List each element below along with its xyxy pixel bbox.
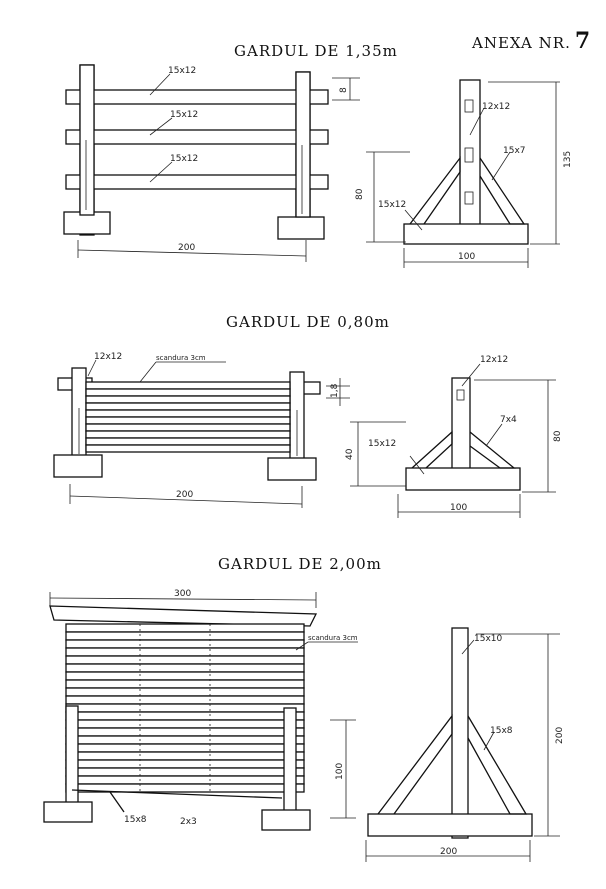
base-right: [267, 457, 317, 481]
fence-200-side: 15x10 15x8 200 200: [365, 627, 565, 862]
right-base: [277, 216, 325, 240]
post-right: [283, 707, 297, 813]
fence-135-front: 15x12 15x12 15x12 8 200: [63, 64, 360, 262]
side-height: 200: [555, 727, 565, 744]
right-post-front: [295, 71, 311, 218]
side-height-mid: 40: [345, 448, 355, 460]
fence-200-front: 300: [43, 589, 358, 831]
side-width: 100: [450, 503, 467, 513]
side-brace-label: 15x8: [490, 726, 513, 736]
rail-bottom: [65, 174, 329, 190]
fence-135-side: 12x12 15x7 15x12 80 135 100: [355, 79, 573, 268]
annex-text: ANEXA NR.: [472, 34, 571, 52]
planks: [65, 623, 305, 793]
side-width: 200: [440, 847, 457, 857]
side-post: [451, 627, 469, 839]
side-post-label: 12x12: [480, 355, 508, 365]
side-post-label: 15x10: [474, 634, 503, 644]
title-fence-080: GARDUL DE 0,80m: [226, 313, 390, 331]
rail-label-3: 15x12: [170, 154, 198, 164]
base-left: [43, 801, 93, 823]
bottom-right-label: 2x3: [180, 817, 197, 827]
post-label: 12x12: [94, 352, 122, 362]
top-width: 300: [174, 589, 191, 599]
bottom-left-label: 15x8: [124, 815, 147, 825]
fence-080-side: 12x12 7x4 15x12 40 80 100: [345, 355, 563, 518]
side-height: 80: [553, 430, 563, 442]
base-left: [53, 454, 103, 478]
spacing-dim: 8: [339, 87, 349, 93]
annex-number: 7: [574, 28, 592, 54]
post-left: [65, 705, 79, 807]
side-height: 135: [563, 151, 573, 168]
plank-note: scandura 3cm: [156, 354, 206, 362]
side-base-label: 15x12: [368, 439, 396, 449]
side-base: [403, 223, 529, 245]
side-base: [367, 813, 533, 837]
side-brace-label: 7x4: [500, 415, 517, 425]
side-post: [451, 377, 471, 471]
side-height-mid: 80: [355, 188, 365, 200]
plank-note: scandura 3cm: [308, 634, 358, 642]
side-post: [459, 79, 481, 241]
spacing-dim: 1,8: [330, 383, 340, 398]
title-fence-135: GARDUL DE 1,35m: [234, 42, 398, 60]
left-post-front: [79, 64, 95, 216]
planks: [85, 381, 291, 453]
fence-080-front: 12x12 scandura 3cm 1,8 200: [53, 352, 350, 508]
side-width: 100: [458, 252, 475, 262]
base-right: [261, 809, 311, 831]
front-height: 100: [335, 763, 345, 780]
side-post-label: 12x12: [482, 102, 510, 112]
top-board: [49, 605, 318, 627]
rail-top: [65, 89, 329, 105]
rail-mid: [65, 129, 329, 145]
title-fence-200: GARDUL DE 2,00m: [218, 555, 382, 573]
rail-label-2: 15x12: [170, 110, 198, 120]
annex-label: ANEXA NR.7: [472, 28, 591, 54]
width-dim: 200: [176, 490, 193, 500]
width-dim: 200: [178, 243, 195, 253]
rail-label-1: 15x12: [168, 66, 196, 76]
side-brace-label: 15x7: [503, 146, 526, 156]
side-base: [405, 467, 521, 491]
side-base-label: 15x12: [378, 200, 406, 210]
